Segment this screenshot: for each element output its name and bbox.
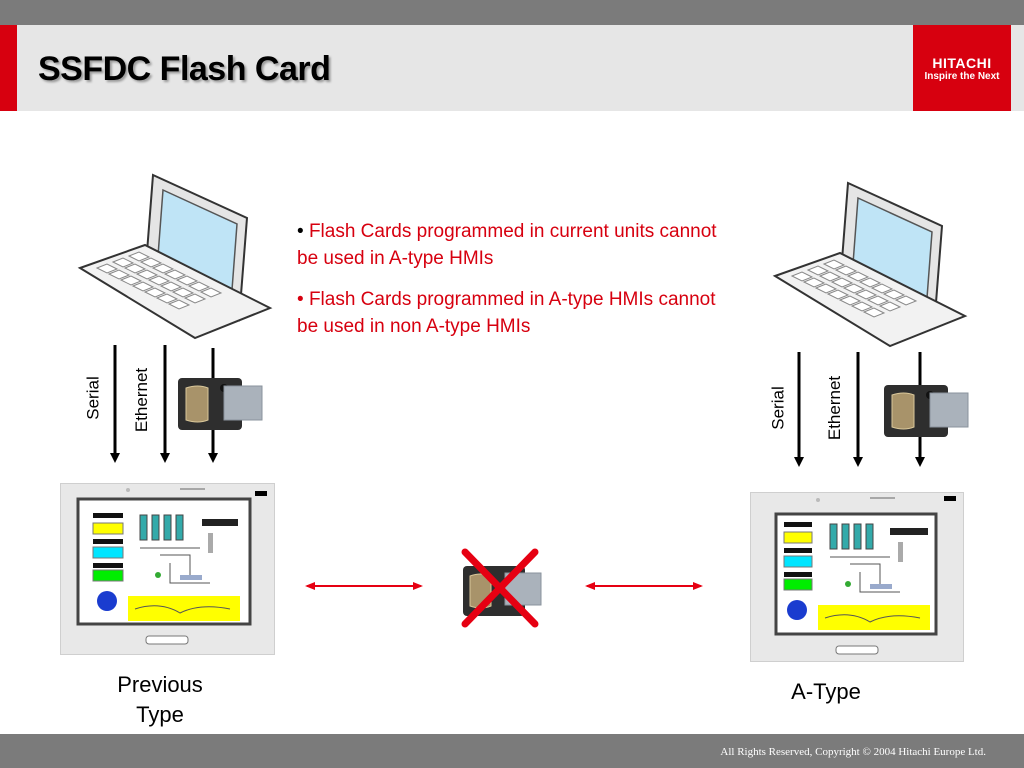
- left-compat-arrow: [305, 582, 423, 590]
- right-compat-arrow: [585, 582, 703, 590]
- incompatible-card-icon: [461, 548, 542, 628]
- right-hmi-panel: [750, 492, 964, 662]
- bullet-text: Flash Cards programmed in current units …: [297, 221, 717, 269]
- right-ethernet-cable: [853, 352, 863, 467]
- left-caption-line2: Type: [136, 702, 184, 727]
- footer-bar: All Rights Reserved, Copyright © 2004 Hi…: [0, 734, 1024, 768]
- right-serial-cable: [794, 352, 804, 467]
- bullet-list: • Flash Cards programmed in current unit…: [297, 218, 737, 354]
- bullet-text: Flash Cards programmed in A-type HMIs ca…: [297, 289, 716, 337]
- left-ethernet-label: Ethernet: [132, 367, 152, 433]
- bullet-item: • Flash Cards programmed in A-type HMIs …: [297, 286, 737, 340]
- bullet-marker: •: [297, 221, 304, 242]
- logo-tagline: Inspire the Next: [924, 71, 1000, 82]
- top-band: [0, 0, 1024, 25]
- logo-brand: HITACHI: [932, 55, 992, 71]
- left-hmi-panel: [60, 483, 275, 655]
- right-laptop-icon: [772, 181, 968, 348]
- left-ethernet-cable: [160, 345, 170, 463]
- right-serial-label: Serial: [768, 386, 788, 430]
- bullet-marker: •: [297, 289, 304, 310]
- left-serial-label: Serial: [83, 376, 103, 420]
- title-bar: [0, 25, 1024, 111]
- page-title: SSFDC Flash Card: [38, 50, 331, 88]
- left-flash-card-icon: [178, 378, 263, 430]
- hitachi-logo: HITACHI Inspire the Next: [913, 25, 1011, 111]
- left-serial-cable: [110, 345, 120, 463]
- copyright-text: All Rights Reserved, Copyright © 2004 Hi…: [720, 746, 986, 758]
- right-caption: A-Type: [791, 679, 861, 704]
- title-accent: [0, 25, 17, 111]
- bullet-item: • Flash Cards programmed in current unit…: [297, 218, 737, 272]
- right-ethernet-label: Ethernet: [825, 375, 845, 441]
- left-caption: Previous Type: [95, 670, 225, 730]
- right-flash-card-icon: [884, 385, 969, 437]
- left-caption-line1: Previous: [117, 672, 203, 697]
- left-laptop-icon: [77, 173, 273, 340]
